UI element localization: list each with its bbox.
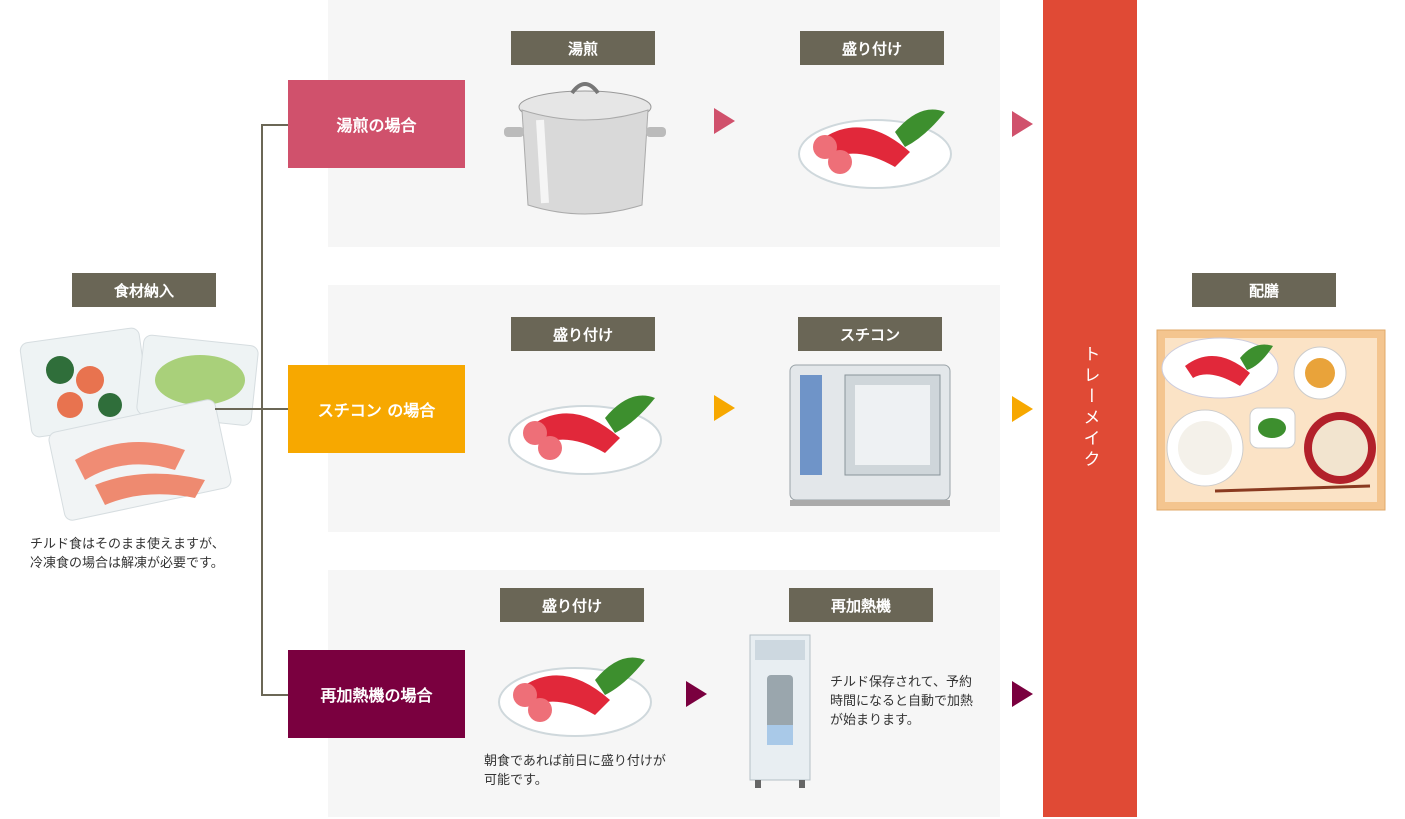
- tray-make-label: トレーメイク: [1079, 345, 1100, 471]
- serving-label: 配膳: [1192, 273, 1336, 307]
- connector-line: [261, 124, 263, 696]
- case-reheater: 再加熱機の場合: [288, 650, 465, 738]
- packaged-food-illustration: [19, 327, 259, 521]
- case-steam-convection: スチコン の場合: [288, 365, 465, 453]
- case-yusen: 湯煎の場合: [288, 80, 465, 168]
- plating-note: 朝食であれば前日に盛り付けが可能です。: [484, 754, 666, 788]
- arrow-right-icon: [714, 395, 735, 421]
- meal-tray-illustration: [1156, 329, 1386, 511]
- tray-make-bar: トレーメイク: [1043, 0, 1137, 817]
- connector-line: [261, 124, 288, 126]
- step-label-plating: 盛り付け: [800, 31, 944, 65]
- connector-line: [215, 408, 262, 410]
- step-label-reheater: 再加熱機: [789, 588, 933, 622]
- reheater-note: チルド保存されて、予約時間になると自動で加熱が始まります。: [830, 675, 974, 728]
- step-label-plating: 盛り付け: [511, 317, 655, 351]
- steam-convection-oven-illustration: [789, 364, 951, 506]
- connector-line: [261, 694, 288, 696]
- plated-dish-illustration: [498, 657, 652, 737]
- arrow-right-icon: [714, 108, 735, 134]
- arrow-right-icon: [1012, 681, 1033, 707]
- arrow-right-icon: [1012, 111, 1033, 137]
- step-label-plating: 盛り付け: [500, 588, 644, 622]
- step-label-steam-convection: スチコン: [798, 317, 942, 351]
- reheating-cabinet-illustration: [749, 634, 811, 788]
- pot-illustration: [504, 82, 666, 215]
- plated-dish-illustration: [798, 109, 952, 189]
- intake-note: チルド食はそのまま使えますが、冷凍食の場合は解凍が必要です。: [30, 537, 225, 571]
- connector-line: [261, 408, 288, 410]
- plated-dish-illustration: [508, 395, 662, 475]
- arrow-right-icon: [1012, 396, 1033, 422]
- intake-label: 食材納入: [72, 273, 216, 307]
- arrow-right-icon: [686, 681, 707, 707]
- step-label-yusen: 湯煎: [511, 31, 655, 65]
